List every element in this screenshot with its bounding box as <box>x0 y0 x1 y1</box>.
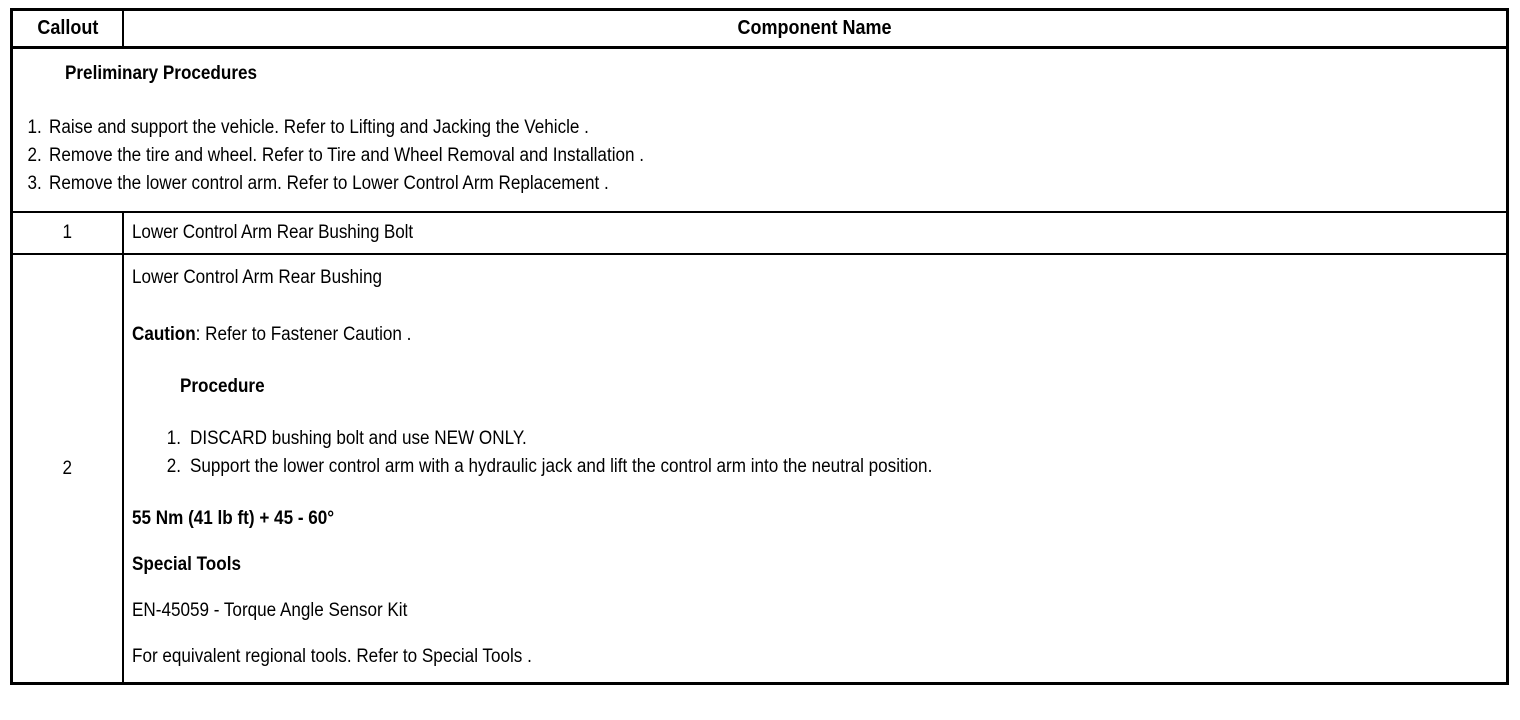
list-item: 2. Support the lower control arm with a … <box>132 456 1506 478</box>
component-detail-block: Lower Control Arm Rear Bushing Caution: … <box>124 255 1506 682</box>
spacer <box>132 622 1506 646</box>
list-item: 1. Raise and support the vehicle. Refer … <box>13 117 1506 139</box>
preliminary-procedures-cell: Preliminary Procedures 1. Raise and supp… <box>13 49 1506 211</box>
list-item: 2. Remove the tire and wheel. Refer to T… <box>13 145 1506 167</box>
component-cell-1: Lower Control Arm Rear Bushing Bolt <box>124 213 1506 253</box>
step-text: Raise and support the vehicle. Refer to … <box>49 117 589 138</box>
preliminary-procedures-row: Preliminary Procedures 1. Raise and supp… <box>13 49 1506 213</box>
torque-specification: 55 Nm (41 lb ft) + 45 - 60° <box>132 508 335 529</box>
component-table: Callout Component Name Preliminary Proce… <box>10 8 1509 685</box>
component-name-line: Lower Control Arm Rear Bushing Bolt <box>124 213 1506 253</box>
table-row: 1 Lower Control Arm Rear Bushing Bolt <box>13 213 1506 255</box>
header-cell-component-name: Component Name <box>124 11 1506 46</box>
step-number: 3. <box>27 173 42 194</box>
spacer <box>132 289 1506 324</box>
list-item: 3. Remove the lower control arm. Refer t… <box>13 173 1506 195</box>
spacer <box>132 530 1506 554</box>
preliminary-block: Preliminary Procedures 1. Raise and supp… <box>13 49 1506 211</box>
callout-number: 1 <box>62 222 73 243</box>
callout-number: 2 <box>62 457 73 479</box>
callout-cell-1: 1 <box>13 213 124 253</box>
step-number: 2. <box>27 145 42 166</box>
caution-label: Caution <box>132 324 196 345</box>
preliminary-heading: Preliminary Procedures <box>65 63 257 84</box>
step-text: DISCARD bushing bolt and use NEW ONLY. <box>190 428 527 449</box>
step-number: 1. <box>166 428 181 449</box>
callout-cell-2: 2 <box>13 255 124 682</box>
table-header-row: Callout Component Name <box>13 11 1506 49</box>
procedure-step-list: 1. DISCARD bushing bolt and use NEW ONLY… <box>132 428 1506 478</box>
spacer <box>132 346 1506 376</box>
special-tools-note: For equivalent regional tools. Refer to … <box>132 646 532 667</box>
component-cell-2: Lower Control Arm Rear Bushing Caution: … <box>124 255 1506 682</box>
header-label-callout: Callout <box>36 17 99 39</box>
step-text: Support the lower control arm with a hyd… <box>190 456 933 477</box>
step-number: 2. <box>166 456 181 477</box>
special-tool-item: EN-45059 - Torque Angle Sensor Kit <box>132 600 408 621</box>
procedure-heading: Procedure <box>180 376 265 397</box>
list-item: 1. DISCARD bushing bolt and use NEW ONLY… <box>132 428 1506 450</box>
caution-text: : Refer to Fastener Caution . <box>195 324 412 345</box>
component-name-text: Lower Control Arm Rear Bushing <box>132 267 382 288</box>
header-cell-callout: Callout <box>13 11 124 46</box>
header-label-component-name: Component Name <box>737 17 893 39</box>
caution-line: Caution: Refer to Fastener Caution . <box>132 324 1369 346</box>
component-name-text: Lower Control Arm Rear Bushing Bolt <box>132 222 414 243</box>
spacer <box>132 478 1506 508</box>
preliminary-step-list: 1. Raise and support the vehicle. Refer … <box>13 117 1506 195</box>
table-row: 2 Lower Control Arm Rear Bushing Caution… <box>13 255 1506 682</box>
step-text: Remove the tire and wheel. Refer to Tire… <box>49 145 645 166</box>
step-number: 1. <box>27 117 42 138</box>
special-tools-heading: Special Tools <box>132 554 241 575</box>
spacer <box>132 576 1506 600</box>
step-text: Remove the lower control arm. Refer to L… <box>49 173 609 194</box>
